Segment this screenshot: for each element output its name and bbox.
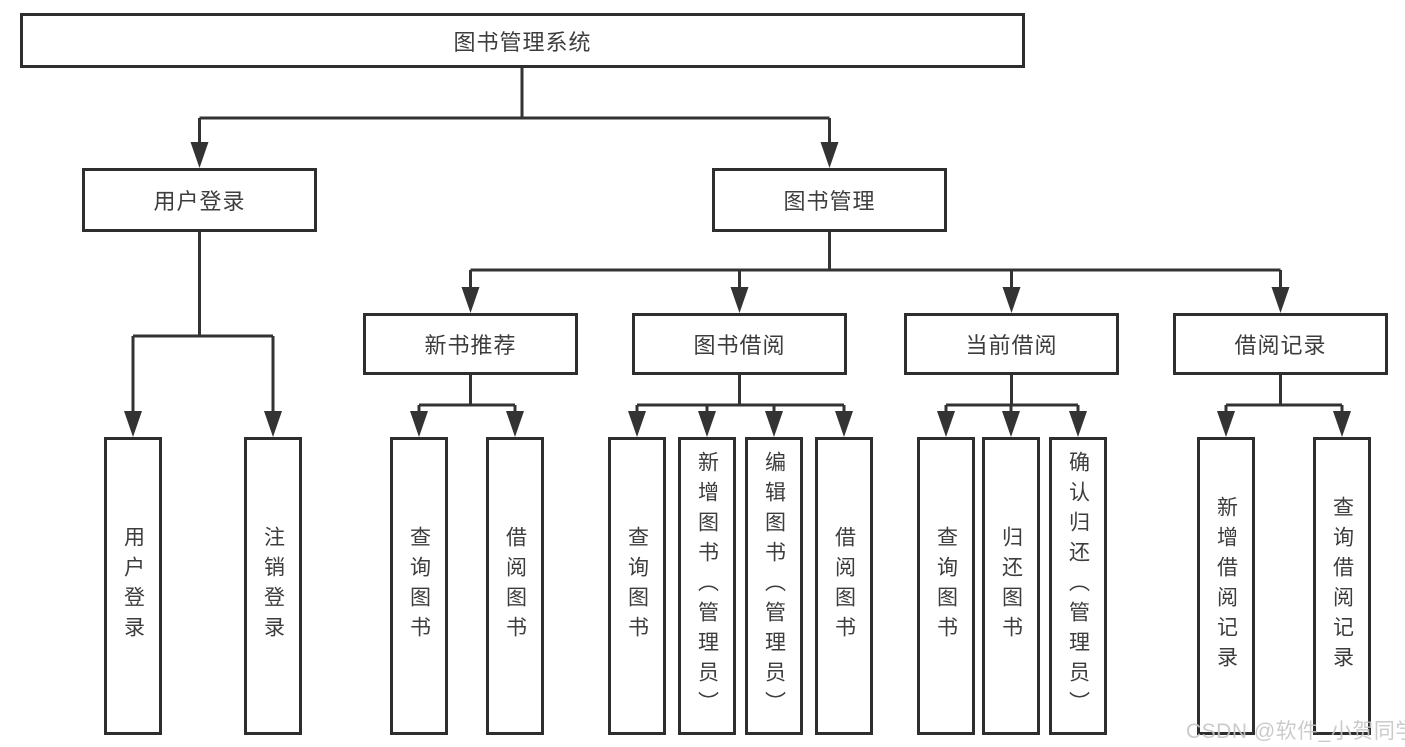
leaf-query-book-borrow: 查询图书 — [608, 437, 666, 735]
node-book-management: 图书管理 — [712, 168, 947, 232]
leaf-user-login: 用户登录 — [104, 437, 162, 735]
node-root: 图书管理系统 — [20, 13, 1025, 68]
leaf-borrow-book-recommend: 借阅图书 — [486, 437, 544, 735]
connector-book-borrow-to-leaves — [628, 375, 853, 437]
leaf-edit-book-admin: 编辑图书（管理员） — [745, 437, 803, 735]
node-new-book-recommend: 新书推荐 — [363, 313, 578, 375]
leaf-logout-login: 注销登录 — [244, 437, 302, 735]
connector-new-book-to-leaves — [410, 375, 524, 437]
connector-current-borrow-to-leaves — [937, 375, 1087, 437]
leaf-confirm-return-admin: 确认归还（管理员） — [1049, 437, 1107, 735]
connector-root-to-level1 — [190, 68, 839, 168]
connector-book-mgmt-to-submodules — [461, 232, 1290, 313]
node-book-borrow: 图书借阅 — [632, 313, 847, 375]
watermark: CSDN @软件_小贺同学 — [1186, 720, 1405, 743]
node-user-login: 用户登录 — [82, 168, 317, 232]
connector-user-login-to-leaves — [124, 232, 282, 437]
leaf-return-book: 归还图书 — [982, 437, 1040, 735]
connector-borrow-records-to-leaves — [1217, 375, 1351, 437]
leaf-add-borrow-record: 新增借阅记录 — [1197, 437, 1255, 735]
leaf-query-book-recommend: 查询图书 — [390, 437, 448, 735]
node-current-borrow: 当前借阅 — [904, 313, 1119, 375]
leaf-query-borrow-record: 查询借阅记录 — [1313, 437, 1371, 735]
leaf-add-book-admin: 新增图书（管理员） — [678, 437, 736, 735]
leaf-borrow-book: 借阅图书 — [815, 437, 873, 735]
leaf-query-book-current: 查询图书 — [917, 437, 975, 735]
node-borrow-records: 借阅记录 — [1173, 313, 1388, 375]
